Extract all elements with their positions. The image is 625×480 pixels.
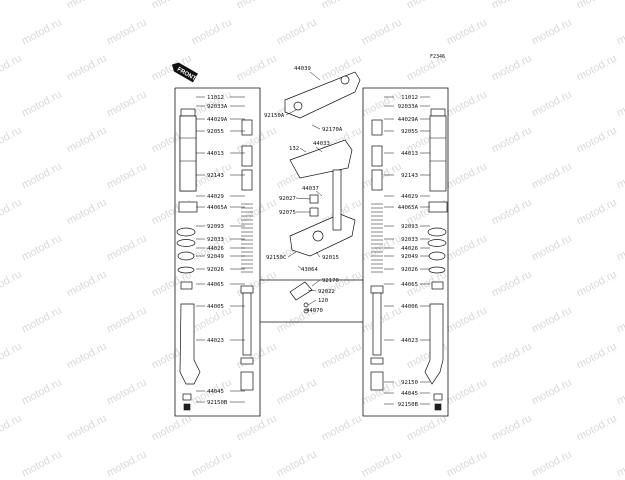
part-number-label: 44045 <box>207 389 224 395</box>
part-number-label: 92055 <box>401 129 418 135</box>
right-outer-tube <box>424 303 444 385</box>
part-number-label: 132 <box>289 146 299 152</box>
left-outer-tube <box>179 303 201 385</box>
part-number-label: 43064 <box>301 267 318 273</box>
part-number-label: 92150 <box>401 380 418 386</box>
diagram-reference: F2346 <box>430 54 445 60</box>
leader-line <box>315 146 323 153</box>
assembly-frame <box>174 87 449 417</box>
part-number-label: 44029A <box>207 117 228 123</box>
leader-line <box>309 71 321 81</box>
leader-line <box>304 309 307 312</box>
part-number-label: 44029A <box>398 117 419 123</box>
part-number-label: 92033A <box>398 104 419 110</box>
part-number-label: 44070 <box>306 308 323 314</box>
part-number-label: 44005 <box>207 304 224 310</box>
part-number-label: 92049 <box>401 254 418 260</box>
leader-line <box>315 251 321 258</box>
leader-line <box>299 147 307 153</box>
leader-line <box>311 279 321 287</box>
part-number-label: 92170 <box>322 278 339 284</box>
leader-line <box>297 265 303 270</box>
part-number-label: 92033A <box>207 104 228 110</box>
left-damper-rod <box>242 292 252 356</box>
left-bushing <box>178 201 198 213</box>
part-number-label: 44065 <box>401 282 418 288</box>
leader-line <box>307 289 317 292</box>
part-number-label: 44045 <box>401 391 418 397</box>
stem <box>332 169 342 231</box>
part-number-label: 44039 <box>294 66 311 72</box>
leader-line <box>285 109 297 116</box>
part-number-label: 92027 <box>279 196 296 202</box>
part-number-label: 44029 <box>401 194 418 200</box>
leader-line <box>311 124 321 130</box>
part-number-label: 92150C <box>266 255 286 261</box>
part-number-label: 92143 <box>207 173 224 179</box>
part-number-label: 92150B <box>207 400 228 406</box>
part-number-label: 92093 <box>207 224 224 230</box>
part-number-label: 92049 <box>207 254 224 260</box>
part-number-label: 92055 <box>207 129 224 135</box>
part-number-label: 44065 <box>207 282 224 288</box>
part-number-label: 92033 <box>207 237 224 243</box>
headlight-bracket <box>289 139 353 179</box>
part-number-label: 44026 <box>207 246 224 252</box>
part-number-label: 120 <box>318 298 328 304</box>
leader-line <box>307 299 317 306</box>
steering-parts <box>284 71 361 314</box>
part-number-label: 92033 <box>401 237 418 243</box>
part-number-label: 92015 <box>322 255 339 261</box>
part-number-label: 11012 <box>207 95 224 101</box>
leader-line <box>295 197 311 200</box>
right-fork-parts <box>424 108 448 411</box>
left-seal <box>176 227 196 237</box>
leader-line <box>315 190 323 197</box>
part-number-label: 92143 <box>401 173 418 179</box>
part-number-label: 44029 <box>207 194 224 200</box>
clamp <box>289 281 313 301</box>
part-labels: 11012 92033A 44029A 92055 44013 92143 44029 440… <box>207 66 419 408</box>
part-number-label: 11012 <box>401 95 418 101</box>
part-number-label: 92170A <box>322 127 343 133</box>
part-number-label: 92093 <box>401 224 418 230</box>
part-number-label: 44065A <box>398 205 419 211</box>
leader-lines <box>196 71 430 405</box>
left-spring-damper <box>240 119 254 391</box>
part-number-label: 92150B <box>398 402 419 408</box>
part-number-label: 92026 <box>207 267 224 273</box>
part-number-label: 92150A <box>264 113 285 119</box>
fork-parts-diagram: F2346 FRONT <box>172 54 449 417</box>
front-arrow-icon: FRONT <box>172 62 198 82</box>
left-cap-bolt <box>180 108 196 117</box>
part-number-label: 44033 <box>313 141 330 147</box>
part-number-label: 44026 <box>401 246 418 252</box>
part-number-label: 44013 <box>207 151 224 157</box>
part-number-label: 44013 <box>401 151 418 157</box>
upper-bracket <box>284 71 361 119</box>
part-number-label: 44023 <box>207 338 224 344</box>
part-number-label: 92075 <box>279 210 296 216</box>
part-number-label: 92022 <box>318 289 335 295</box>
part-number-label: 44023 <box>401 338 418 344</box>
part-number-label: 44065A <box>207 205 228 211</box>
part-number-label: 92026 <box>401 267 418 273</box>
part-number-label: 44037 <box>302 186 319 192</box>
part-number-label: 44006 <box>401 304 418 310</box>
left-fork-parts <box>176 108 201 411</box>
leader-line <box>287 251 297 258</box>
right-spring-damper <box>370 119 384 391</box>
